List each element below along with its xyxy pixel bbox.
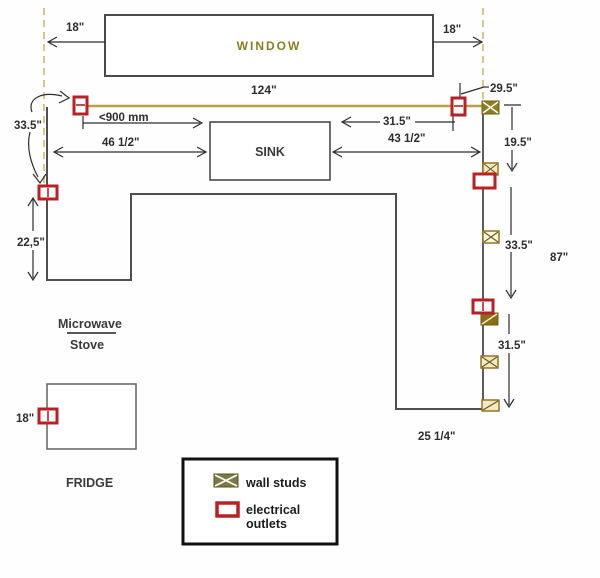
legend-electrical-label-line2: outlets — [246, 517, 287, 531]
dim-sink-to-corner-right: 43 1/2" — [388, 133, 425, 145]
legend: wall studs electrical outlets — [181, 457, 339, 546]
electrical-outlet-marker — [472, 172, 497, 190]
wall-stud-marker — [480, 355, 499, 369]
wall-stud-marker — [482, 230, 500, 244]
dim-right-segment-mid: 33.5" — [505, 240, 533, 252]
dim-window-width: 124" — [251, 83, 277, 97]
fridge-rect — [46, 383, 137, 450]
sink-rect — [209, 121, 331, 181]
window-label: WINDOW — [237, 39, 302, 53]
electrical-outlet-marker — [37, 407, 59, 425]
dim-right-wall-total: 87" — [550, 252, 568, 264]
wall-stud-markers — [480, 100, 500, 412]
window-rect — [104, 14, 434, 77]
dim-sink-to-outlet-right: 31.5" — [383, 116, 411, 128]
fridge-label: FRIDGE — [66, 476, 113, 490]
electrical-outlet-marker — [471, 298, 495, 315]
stove-label: Stove — [70, 338, 104, 352]
electrical-outlet-icon — [215, 501, 240, 518]
dim-window-right-gap: 18" — [443, 24, 461, 36]
legend-electrical-label-line1: electrical — [246, 503, 300, 517]
microwave-label: Microwave — [58, 317, 122, 331]
legend-wall-studs-label: wall studs — [245, 476, 306, 490]
wall-stud-icon — [213, 473, 239, 488]
microwave-stove-label: Microwave Stove — [58, 317, 122, 352]
dim-right-segment-bottom: 31.5" — [498, 340, 526, 352]
dim-wall-to-sink-left: 46 1/2" — [102, 137, 139, 149]
dim-bottom-counter-depth: 25 1/4" — [418, 431, 455, 443]
wall-stud-marker — [480, 312, 499, 326]
dim-fridge-outlet-height: 18" — [16, 413, 34, 425]
counter-outline — [46, 107, 484, 410]
dim-corner-offset: 29.5" — [490, 83, 518, 95]
dim-outlet-clearance-mm: <900 mm — [99, 112, 149, 124]
dimension-lines — [27, 36, 521, 409]
electrical-outlet-marker — [72, 95, 89, 116]
electrical-outlet-markers — [37, 95, 497, 425]
legend-box — [181, 457, 339, 546]
wall-stud-marker — [481, 100, 500, 115]
dim-left-wall-lower: 22,5" — [17, 237, 45, 249]
sink-label: SINK — [255, 145, 285, 159]
wall-stud-marker — [481, 399, 500, 412]
electrical-outlet-marker — [450, 96, 467, 117]
dim-window-left-gap: 18" — [66, 22, 84, 34]
dim-left-outlet-span: 33.5" — [14, 120, 42, 132]
dim-right-segment-top: 19.5" — [504, 137, 532, 149]
electrical-outlet-marker — [37, 184, 59, 201]
